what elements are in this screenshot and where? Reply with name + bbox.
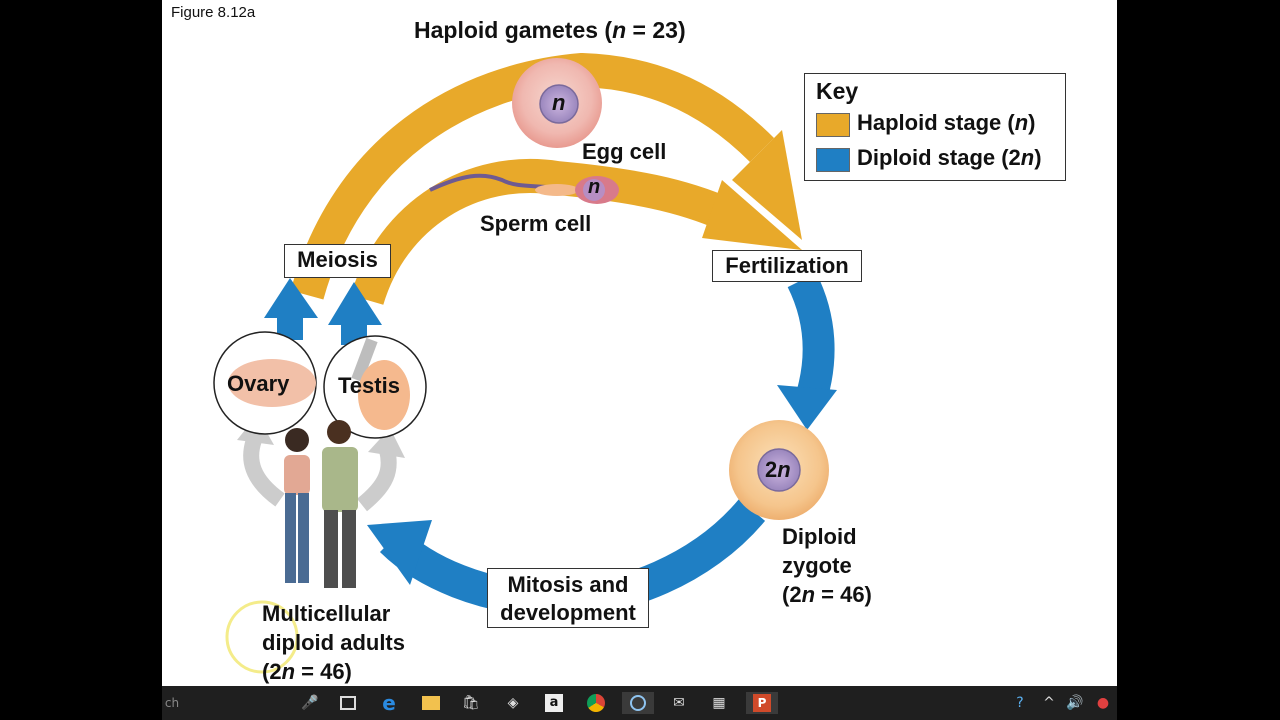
- key-heading: Key: [816, 78, 859, 104]
- egg-cell-label: Egg cell: [582, 139, 667, 164]
- grey-arrowhead-right: [368, 428, 405, 458]
- diploid-bottom-arrowhead: [367, 520, 432, 585]
- sperm-midpiece: [535, 184, 579, 196]
- sperm-cell-label: Sperm cell: [480, 211, 592, 236]
- key-haploid-swatch: [816, 113, 850, 137]
- slide: Figure 8.12a Haploid gametes (n = 23) Ke…: [162, 0, 1117, 686]
- mic-icon[interactable]: 🎤: [301, 695, 319, 711]
- task-view-icon[interactable]: [338, 692, 358, 714]
- chevron-up-icon[interactable]: ^: [1043, 695, 1055, 711]
- fertilization-box: Fertilization: [712, 250, 862, 282]
- adults-figures: [284, 420, 358, 588]
- meiosis-arrowhead-left: [264, 278, 318, 318]
- windows-taskbar: ch 🎤 e 🛍 ◈ a ✉ ▦ P ? ^ 🔊 ●: [162, 686, 1117, 720]
- amazon-icon[interactable]: a: [543, 692, 565, 714]
- zygote-nucleus: [757, 448, 801, 492]
- adults-label: Multicellular diploid adults (2n = 46): [262, 601, 405, 684]
- zygote-label: Diploid zygote (2n = 46): [782, 524, 872, 607]
- store-icon[interactable]: 🛍: [462, 695, 480, 711]
- volume-icon[interactable]: 🔊: [1066, 695, 1084, 711]
- life-cycle-diagram: [213, 52, 837, 674]
- haploid-outer-arrowhead: [732, 130, 802, 240]
- sperm-nucleus-label: n: [588, 176, 601, 198]
- network-icon[interactable]: ●: [1096, 695, 1110, 711]
- haploid-inner-arc: [350, 158, 734, 306]
- meiosis-box: Meiosis: [284, 244, 391, 278]
- haploid-inner-arrowhead: [702, 180, 802, 250]
- file-explorer-icon[interactable]: [420, 692, 442, 714]
- zygote-nucleus-label: 2n: [765, 457, 791, 482]
- chrome-icon[interactable]: [585, 692, 607, 714]
- cortana-icon[interactable]: [622, 692, 654, 714]
- calculator-icon[interactable]: ▦: [712, 695, 726, 711]
- search-box-fragment[interactable]: ch: [164, 696, 180, 710]
- meiosis-arrowhead-right: [328, 282, 382, 325]
- cursor-highlight-circle: [225, 600, 299, 674]
- ovary-label: Ovary: [227, 371, 290, 396]
- key-diploid-swatch: [816, 148, 850, 172]
- testis-organ: [358, 360, 410, 430]
- sperm-nucleus: [583, 179, 605, 201]
- edge-icon[interactable]: e: [382, 691, 396, 715]
- sperm-tail: [429, 173, 558, 192]
- grey-arrow-right: [356, 448, 397, 512]
- egg-nucleus: [539, 84, 579, 124]
- powerpoint-icon[interactable]: P: [746, 692, 778, 714]
- key-haploid-label: Haploid stage (n): [857, 110, 1036, 135]
- key-box: Key Haploid stage (n) Diploid stage (2n): [804, 73, 1066, 181]
- ovary-organ: [228, 359, 316, 407]
- testis-duct: [351, 337, 378, 383]
- diploid-right-arc: [787, 272, 835, 400]
- diagram-title: Haploid gametes (n = 23): [414, 17, 686, 43]
- key-diploid-label: Diploid stage (2n): [857, 145, 1042, 170]
- figure-label: Figure 8.12a: [171, 4, 256, 21]
- grey-arrow-left: [243, 437, 285, 507]
- testis-label: Testis: [338, 373, 400, 398]
- dropbox-icon[interactable]: ◈: [507, 695, 519, 711]
- mitosis-development-box: Mitosis and development: [487, 568, 649, 628]
- diploid-right-arrowhead: [777, 385, 837, 430]
- mail-icon[interactable]: ✉: [673, 695, 685, 711]
- help-icon[interactable]: ?: [1016, 695, 1024, 711]
- egg-nucleus-label: n: [552, 90, 566, 115]
